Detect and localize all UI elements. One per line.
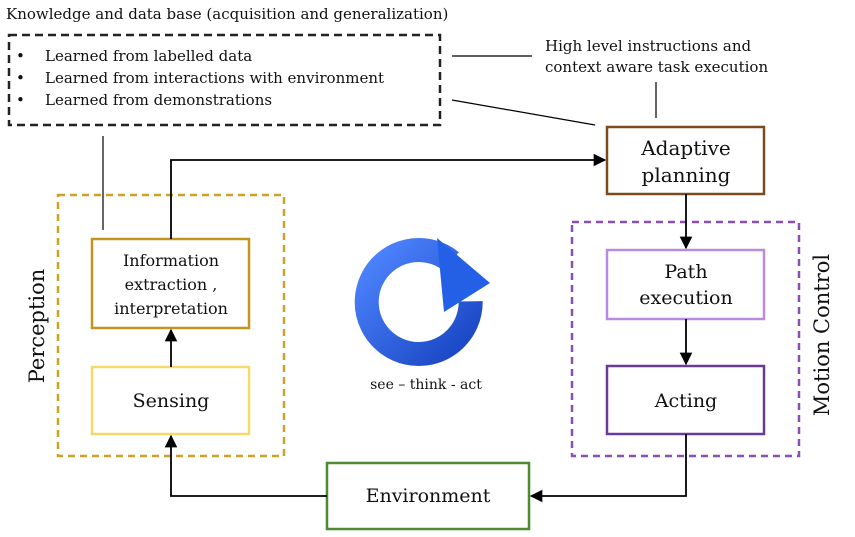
adaptive-planning-line-1: Adaptive xyxy=(640,136,731,160)
bullet-1: • xyxy=(16,47,25,65)
knowledge-item-3: Learned from demonstrations xyxy=(45,91,272,109)
info-line-1: Information xyxy=(123,251,219,270)
adaptive-planning-line-2: planning xyxy=(642,163,731,187)
connector-kb-planning xyxy=(451,99,596,126)
instructions-line-1: High level instructions and xyxy=(545,37,752,55)
sensing-box xyxy=(90,365,251,436)
arrow-acting-to-environment xyxy=(529,434,687,503)
environment-label: Environment xyxy=(366,485,491,507)
perception-label: Perception xyxy=(25,269,49,384)
cycle-caption: see – think - act xyxy=(370,377,482,393)
knowledge-item-1: Learned from labelled data xyxy=(45,47,252,65)
motion-control-label: Motion Control xyxy=(810,254,834,417)
sensing-label: Sensing xyxy=(133,390,210,412)
path-execution-box xyxy=(605,248,766,321)
path-line-2: execution xyxy=(639,287,732,309)
knowledge-item-2: Learned from interactions with environme… xyxy=(45,69,384,87)
circular-arrow-icon xyxy=(354,238,490,366)
arrow-info-to-planning xyxy=(170,153,607,239)
acting-label: Acting xyxy=(654,390,717,412)
acting-box xyxy=(605,364,766,436)
arrow-environment-to-sensing xyxy=(164,434,327,497)
path-line-1: Path xyxy=(664,261,707,283)
instructions-line-2: context aware task execution xyxy=(545,58,768,76)
info-line-3: interpretation xyxy=(114,299,228,318)
bullet-3: • xyxy=(16,91,25,109)
knowledge-base-title: Knowledge and data base (acquisition and… xyxy=(6,5,448,23)
knowledge-base-box xyxy=(7,33,442,127)
info-line-2: extraction , xyxy=(125,275,218,294)
adaptive-planning-box xyxy=(605,125,766,196)
bullet-2: • xyxy=(16,69,25,87)
